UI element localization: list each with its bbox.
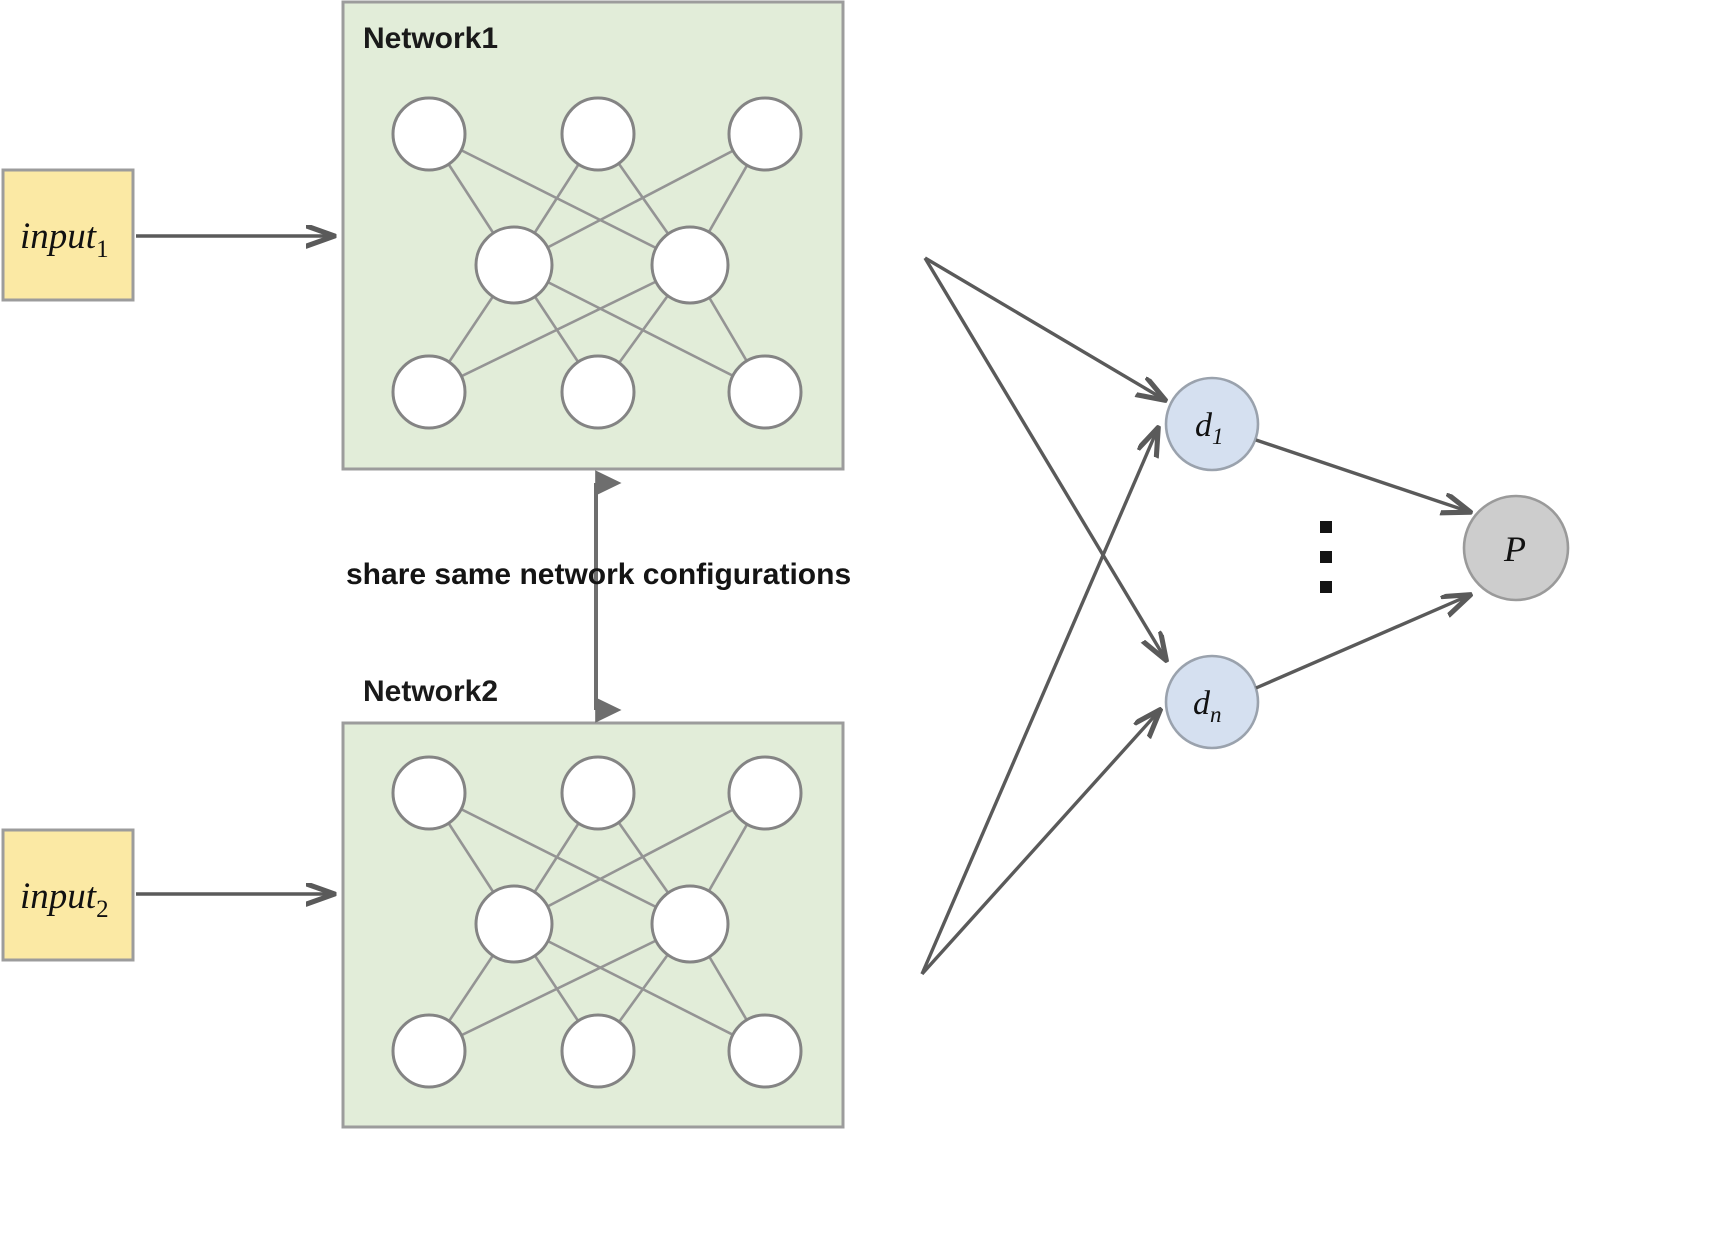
network2-group[interactable]: Network2 bbox=[341, 675, 845, 1129]
input1-box[interactable] bbox=[1, 168, 135, 302]
d1-base: d bbox=[1195, 407, 1213, 444]
neuron bbox=[727, 96, 803, 172]
synapse bbox=[513, 791, 766, 926]
network-to-distance-edges bbox=[920, 256, 1166, 976]
network2-to-d1-arrow-icon bbox=[920, 428, 1158, 975]
neuron bbox=[560, 1013, 636, 1089]
neuron bbox=[474, 225, 554, 305]
ellipsis-dot bbox=[1320, 551, 1332, 563]
network1-group[interactable]: Network1 bbox=[341, 0, 845, 471]
input1-label: input1 bbox=[20, 216, 109, 263]
neuron bbox=[391, 354, 467, 430]
dn-to-p-arrow-icon bbox=[1255, 595, 1470, 690]
network2-to-dn-arrow-icon bbox=[920, 710, 1160, 976]
neuron bbox=[727, 354, 803, 430]
d1-label: d1 bbox=[1195, 407, 1224, 449]
input2-box[interactable] bbox=[1, 828, 135, 962]
p-label: P bbox=[1503, 529, 1526, 569]
neuron bbox=[474, 884, 554, 964]
distance-to-output-edges bbox=[1255, 438, 1470, 690]
p-circle[interactable] bbox=[1462, 494, 1570, 602]
distance-node-d1[interactable]: d1 bbox=[1164, 376, 1260, 472]
neuron bbox=[560, 755, 636, 831]
neuron bbox=[391, 1013, 467, 1089]
d1-to-p-arrow-icon bbox=[1255, 438, 1470, 512]
network2-label: Network2 bbox=[363, 675, 498, 708]
synapse bbox=[428, 263, 691, 394]
dn-base: d bbox=[1193, 685, 1211, 722]
neuron bbox=[391, 96, 467, 172]
synapse bbox=[513, 263, 766, 394]
input1-group[interactable]: input1 bbox=[1, 168, 334, 302]
ellipsis-dot bbox=[1320, 581, 1332, 593]
neuron bbox=[727, 1013, 803, 1089]
neuron bbox=[650, 225, 730, 305]
input2-label: input2 bbox=[20, 876, 109, 923]
distance-node-dn[interactable]: dn bbox=[1164, 654, 1260, 750]
neuron bbox=[727, 755, 803, 831]
dn-circle[interactable] bbox=[1164, 654, 1260, 750]
input2-group[interactable]: input2 bbox=[1, 828, 334, 962]
input1-subscript: 1 bbox=[96, 236, 109, 263]
ellipsis-dot bbox=[1320, 521, 1332, 533]
network1-to-d1-arrow-icon bbox=[924, 256, 1165, 400]
share-note-label: share same network configurations bbox=[346, 558, 851, 591]
d1-subscript: 1 bbox=[1212, 424, 1224, 449]
network1-label: Network1 bbox=[363, 22, 498, 55]
share-configuration-link: share same network configurations bbox=[346, 470, 851, 723]
input2-subscript: 2 bbox=[96, 896, 109, 923]
neuron bbox=[391, 755, 467, 831]
synapse bbox=[428, 791, 691, 926]
input2-base: input bbox=[20, 876, 98, 917]
d1-circle[interactable] bbox=[1164, 376, 1260, 472]
neuron bbox=[650, 884, 730, 964]
synapse bbox=[428, 132, 691, 267]
neuron bbox=[560, 96, 636, 172]
input1-base: input bbox=[20, 216, 98, 257]
dn-subscript: n bbox=[1210, 702, 1222, 727]
output-node-p[interactable]: P bbox=[1462, 494, 1570, 602]
neuron bbox=[560, 354, 636, 430]
network1-to-dn-arrow-icon bbox=[923, 257, 1166, 660]
synapse bbox=[513, 922, 766, 1053]
dn-label: dn bbox=[1193, 685, 1222, 727]
synapse bbox=[428, 922, 691, 1053]
synapse bbox=[513, 132, 766, 267]
vertical-ellipsis-icon bbox=[1320, 521, 1332, 593]
network2-neurons bbox=[391, 755, 803, 1089]
network1-neurons bbox=[391, 96, 803, 430]
